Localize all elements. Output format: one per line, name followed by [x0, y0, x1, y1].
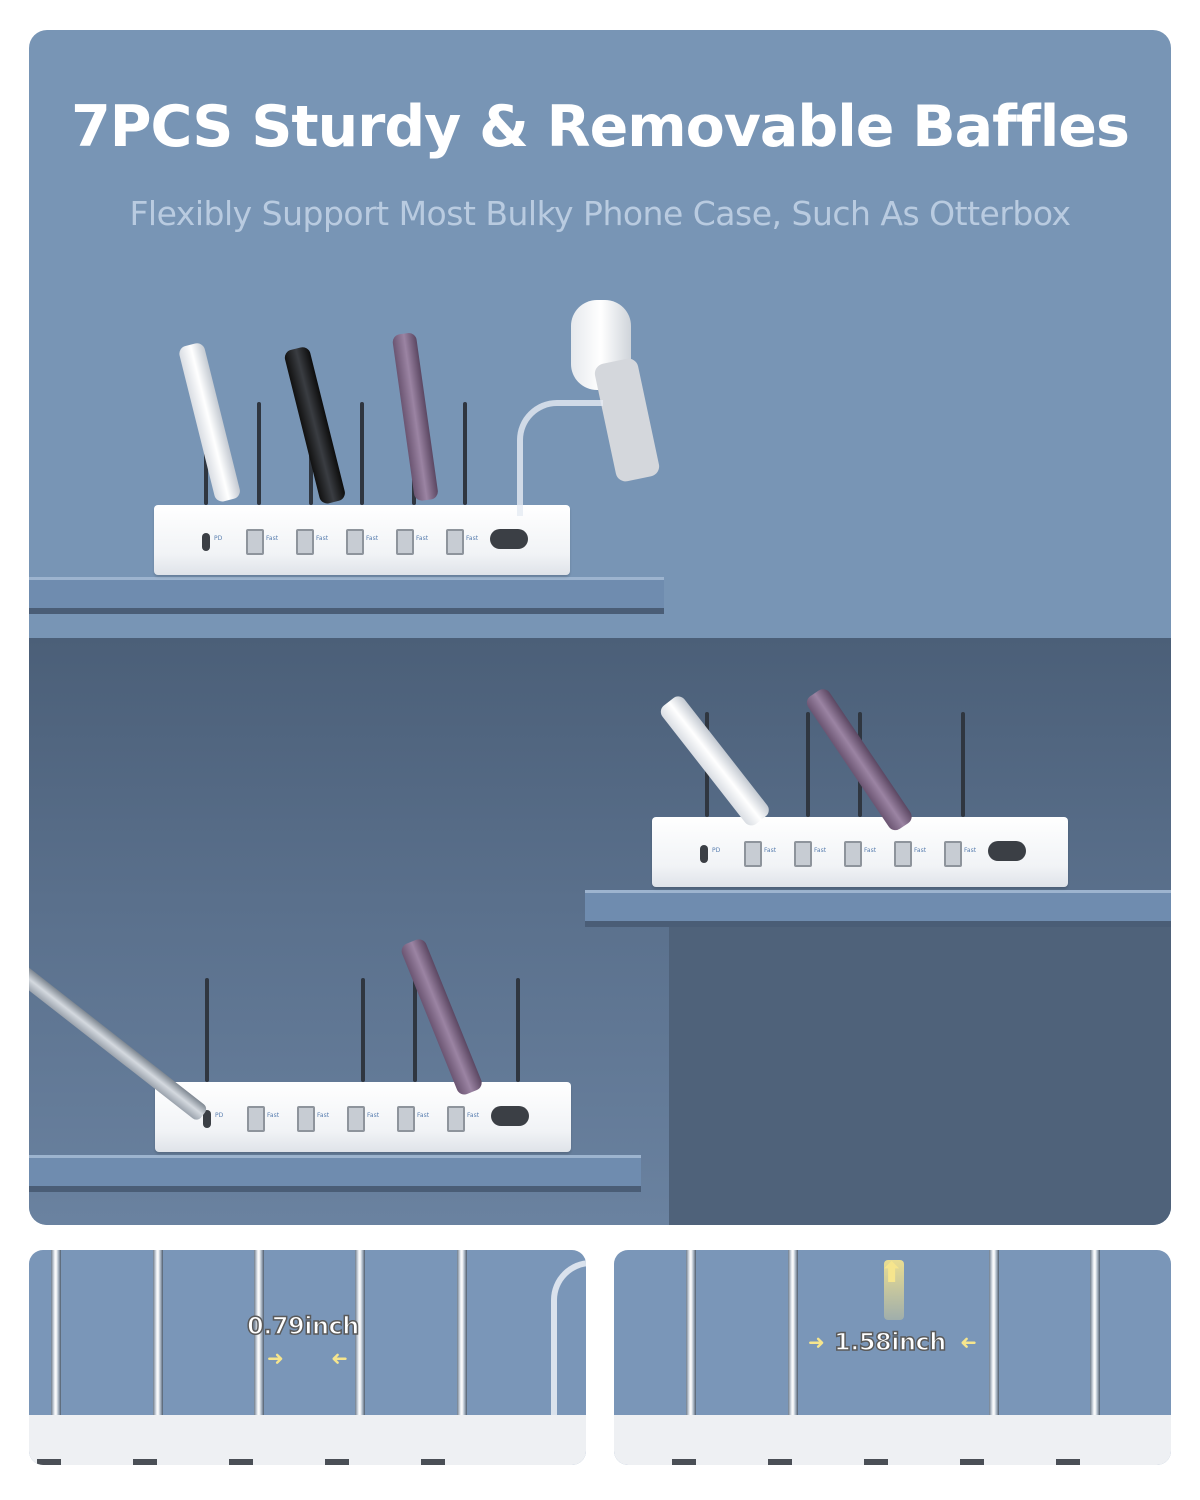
baffle-rod — [360, 402, 364, 505]
baffle-rod — [413, 978, 417, 1082]
hero-panel: 7PCS Sturdy & Removable Baffles Flexibly… — [29, 30, 1171, 1225]
usb-port — [397, 1106, 415, 1132]
shelf-bottom — [29, 1155, 641, 1192]
port-slot — [960, 1459, 984, 1465]
port-slot — [229, 1459, 253, 1465]
baffle-bar — [254, 1250, 264, 1420]
fast-label: Fast — [316, 535, 329, 542]
charging-hub-bottom: PD Fast Fast Fast Fast Fast — [155, 1082, 571, 1152]
ac-power-socket — [490, 529, 528, 549]
ac-power-socket — [491, 1106, 529, 1126]
baffle-bar — [153, 1250, 163, 1420]
port-slot — [768, 1459, 792, 1465]
wall-shadow-right — [669, 920, 1171, 1225]
baffle-bar — [355, 1250, 365, 1420]
hub-top-surface — [29, 1415, 586, 1465]
fast-label: Fast — [864, 847, 877, 854]
shelf-middle — [585, 890, 1171, 927]
fast-label: Fast — [914, 847, 927, 854]
port-slot — [672, 1459, 696, 1465]
fast-label: Fast — [266, 535, 279, 542]
fast-label: Fast — [964, 847, 977, 854]
usb-port — [844, 841, 862, 867]
port-slot — [1056, 1459, 1080, 1465]
fast-label: Fast — [417, 1112, 430, 1119]
port-slot — [37, 1459, 61, 1465]
pd-label: PD — [712, 847, 721, 854]
usb-port — [446, 529, 464, 555]
pd-label: PD — [214, 535, 223, 542]
fast-label: Fast — [267, 1112, 280, 1119]
port-slot — [325, 1459, 349, 1465]
baffle-rod — [257, 402, 261, 505]
arrow-right-icon: ➜ — [267, 1346, 284, 1370]
arrow-up-icon: ⬆ — [880, 1256, 904, 1289]
baffle-rod — [806, 712, 810, 817]
gap-measurement-label: 1.58inch — [833, 1327, 947, 1357]
usb-port — [297, 1106, 315, 1132]
baffle-bar — [457, 1250, 467, 1420]
hero-title: 7PCS Sturdy & Removable Baffles — [71, 94, 1130, 160]
empty-baffle-slot — [884, 1260, 904, 1320]
baffle-bar — [788, 1250, 798, 1420]
baffle-rod — [205, 978, 209, 1082]
hero-subtitle: Flexibly Support Most Bulky Phone Case, … — [129, 194, 1071, 233]
fast-label: Fast — [416, 535, 429, 542]
usb-port — [247, 1106, 265, 1132]
ac-power-socket — [988, 841, 1026, 861]
usb-c-port — [203, 1110, 211, 1128]
usb-port — [246, 529, 264, 555]
shelf-top — [29, 577, 664, 614]
charging-cable — [517, 400, 603, 516]
detail-panel-left: 0.79inch ➜ ➜ — [29, 1250, 586, 1465]
hub-top-surface — [614, 1415, 1171, 1465]
charging-hub-middle: PD Fast Fast Fast Fast Fast — [652, 817, 1068, 887]
charging-hub-top: PD Fast Fast Fast Fast Fast — [154, 505, 570, 575]
usb-port — [396, 529, 414, 555]
usb-port — [447, 1106, 465, 1132]
pd-label: PD — [215, 1112, 224, 1119]
phone-purple — [391, 331, 439, 502]
usb-port — [894, 841, 912, 867]
arrow-left-icon: ➜ — [331, 1346, 348, 1370]
cable-curve — [551, 1260, 586, 1426]
usb-port — [944, 841, 962, 867]
fast-label: Fast — [467, 1112, 480, 1119]
usb-c-port — [700, 845, 708, 863]
phone-black — [283, 345, 347, 506]
fast-label: Fast — [366, 535, 379, 542]
baffle-rod — [516, 978, 520, 1082]
usb-port — [346, 529, 364, 555]
arrow-left-icon: ➜ — [960, 1330, 977, 1354]
earbuds-holder — [593, 356, 661, 484]
baffle-rod — [361, 978, 365, 1082]
fast-label: Fast — [317, 1112, 330, 1119]
usb-port — [744, 841, 762, 867]
usb-port — [296, 529, 314, 555]
port-slot — [421, 1459, 445, 1465]
baffle-bar — [686, 1250, 696, 1420]
gap-measurement-label: 0.79inch — [246, 1311, 360, 1341]
fast-label: Fast — [367, 1112, 380, 1119]
port-slot — [864, 1459, 888, 1465]
baffle-bar — [1090, 1250, 1100, 1420]
detail-panel-right: ⬆ ➜ 1.58inch ➜ — [614, 1250, 1171, 1465]
fast-label: Fast — [764, 847, 777, 854]
usb-port — [347, 1106, 365, 1132]
baffle-rod — [463, 402, 467, 505]
baffle-bar — [989, 1250, 999, 1420]
phone-white — [177, 341, 242, 504]
usb-port — [794, 841, 812, 867]
fast-label: Fast — [466, 535, 479, 542]
arrow-right-icon: ➜ — [808, 1330, 825, 1354]
fast-label: Fast — [814, 847, 827, 854]
baffle-rod — [961, 712, 965, 817]
port-slot — [133, 1459, 157, 1465]
baffle-bar — [51, 1250, 61, 1420]
usb-c-port — [202, 533, 210, 551]
